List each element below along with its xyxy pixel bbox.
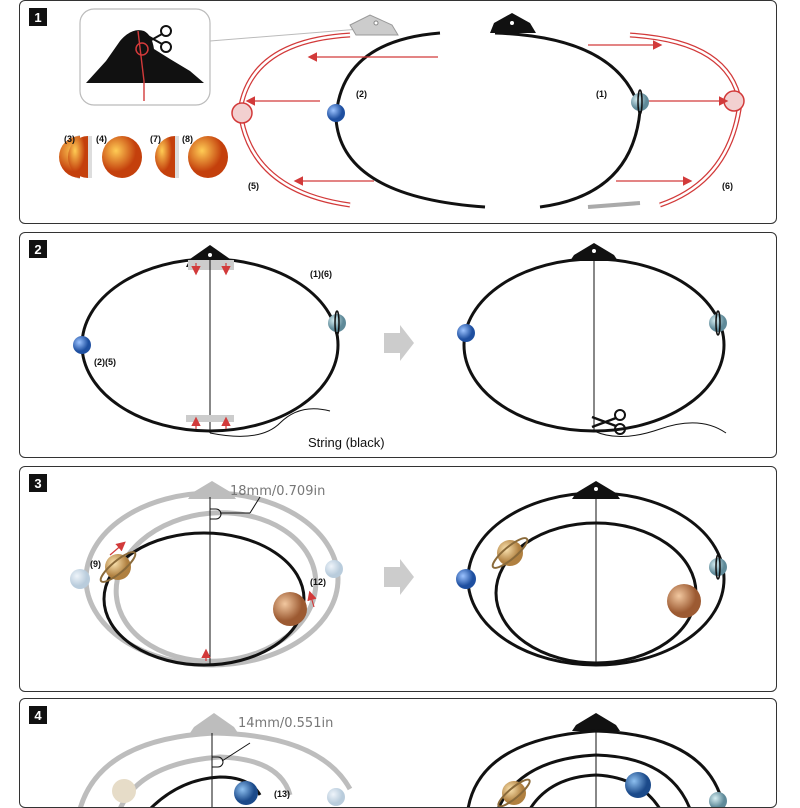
step-4-panel: 4 14mm/0.551in (13) — [19, 698, 777, 808]
scissors-icon — [591, 409, 626, 435]
neptune-ghost — [70, 569, 90, 589]
label-p12: (12) — [310, 577, 326, 587]
neptune-piece — [73, 336, 91, 354]
uranus-piece — [631, 89, 649, 115]
saturn-ghost — [112, 779, 136, 803]
step-3-panel: 3 18mm/0.709in (9) (12) — [19, 466, 777, 692]
step-4-badge: 4 — [29, 706, 47, 724]
sun-halves-right — [155, 136, 228, 178]
sun-halves-left — [59, 135, 142, 179]
jupiter-piece — [667, 584, 701, 618]
step-2-diagram: (1)(6) (2)(5) String (black) — [73, 243, 727, 450]
label-p4: (4) — [96, 134, 107, 144]
step-2-panel: 2 (1)(6) (2)(5) String (black) — [19, 232, 777, 458]
hanger-cut-callout — [79, 8, 361, 106]
spacing-label-18mm: 18mm/0.709in — [230, 484, 325, 499]
step-4-diagram: 14mm/0.551in (13) — [78, 713, 727, 807]
arrow-right-icon — [384, 325, 414, 361]
label-p2: (2) — [356, 89, 367, 99]
label-p8: (8) — [182, 134, 193, 144]
label-p25: (2)(5) — [94, 357, 116, 367]
step-1-badge: 1 — [29, 8, 47, 26]
uranus-piece — [328, 310, 346, 336]
step-3-badge: 3 — [29, 474, 47, 492]
earth-piece — [625, 772, 651, 798]
label-p16: (1)(6) — [310, 269, 332, 279]
label-p13: (13) — [274, 789, 290, 799]
label-p5: (5) — [248, 181, 259, 191]
earth-piece — [234, 781, 258, 805]
label-p9: (9) — [90, 559, 101, 569]
uranus-piece — [709, 792, 727, 807]
saturn-piece — [491, 537, 529, 569]
label-p1: (1) — [596, 89, 607, 99]
spacing-label-14mm: 14mm/0.551in — [238, 716, 333, 731]
neptune-piece — [456, 569, 476, 589]
label-p3: (3) — [64, 134, 75, 144]
scissors-icon — [145, 25, 172, 53]
uranus-piece — [709, 310, 727, 336]
neptune-piece — [327, 104, 345, 122]
uranus-ghost — [325, 560, 343, 578]
step-2-badge: 2 — [29, 240, 47, 258]
jupiter-piece — [273, 592, 307, 626]
step-3-diagram: 18mm/0.709in (9) (12) — [70, 481, 727, 668]
label-p6: (6) — [722, 181, 733, 191]
neptune-piece — [457, 324, 475, 342]
step-1-diagram: (2) (1) (3) (4) (7) (8) (5) (6) — [20, 8, 745, 209]
saturn-piece — [99, 551, 137, 583]
string-label: String (black) — [308, 435, 385, 450]
arrow-right-icon — [384, 559, 414, 595]
uranus-ghost — [327, 788, 345, 806]
uranus-piece — [709, 554, 727, 580]
label-p7: (7) — [150, 134, 161, 144]
step-1-panel: 1 — [19, 0, 777, 224]
